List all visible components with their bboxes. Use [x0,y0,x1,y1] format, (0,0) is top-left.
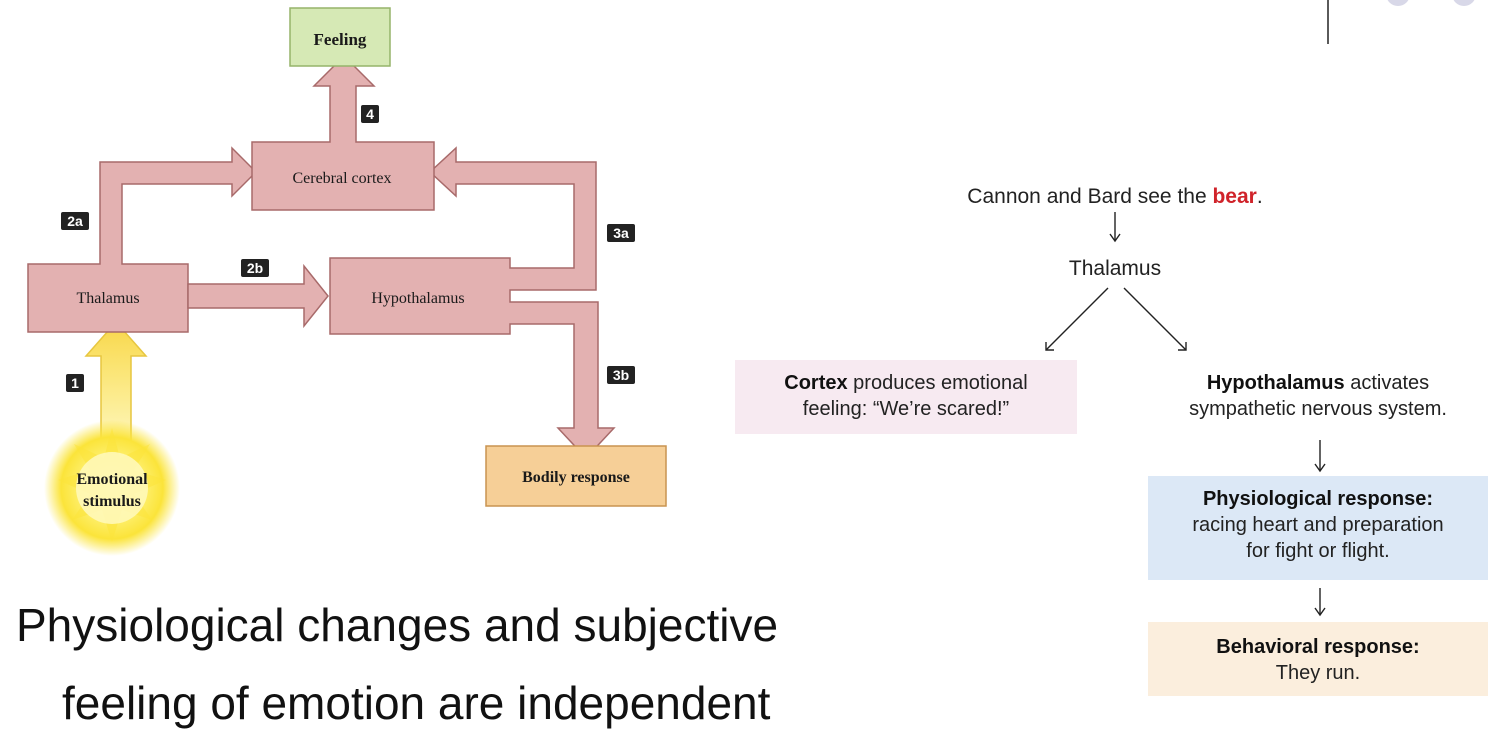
step-badges [61,105,635,392]
cortex-rest1: produces emotional [847,372,1028,394]
emotional-stimulus-label-line2: stimulus [83,493,141,510]
thalamus-block [27,146,258,333]
bodily-response-box [485,445,667,507]
hypothalamus-text: Hypothalamus activates sympathetic nervo… [1144,370,1492,422]
step-3b-label: 3b [613,367,629,383]
caption-line2: feeling of emotion are independent [62,677,771,729]
thalamus-node: Thalamus [1068,257,1162,280]
hypothalamus-label: Hypothalamus [371,290,464,307]
step-4-label: 4 [366,106,374,122]
cortex-line1: Cortex produces emotional [735,370,1077,396]
cortex-line2: feeling: “We’re scared!” [802,398,1010,420]
behavioral-box: Behavioral response: They run. [1148,622,1488,696]
cerebral-cortex-label: Cerebral cortex [292,170,391,187]
corner-dot-1 [1387,0,1409,6]
physio-line2: for fight or flight. [1246,540,1390,562]
behav-line: They run. [1275,662,1361,684]
thalamus-label: Thalamus [76,290,139,307]
step-2a-label: 2a [67,213,83,229]
top-statement-suffix: . [1256,185,1263,208]
hypothalamus-block [329,146,616,460]
bodily-response-label: Bodily response [522,469,630,486]
top-statement-prefix: Cannon and Bard see the [967,185,1213,208]
cortex-box: Cortex produces emotional feeling: “We’r… [735,360,1077,434]
physio-line1: racing heart and preparation [1192,514,1444,536]
corner-dot-2 [1453,0,1475,6]
stimulus-starburst [44,420,180,556]
hypo-line2: sympathetic nervous system. [1189,398,1447,420]
bear-highlight: bear [1212,185,1257,208]
step-1-label: 1 [71,375,79,391]
caption-line1: Physiological changes and subjective [16,599,779,651]
cortex-bold: Cortex [784,372,848,394]
emotional-stimulus-label-line1: Emotional [76,471,148,488]
right-flow-arrows [1045,212,1326,617]
hypo-bold: Hypothalamus [1206,372,1345,394]
feeling-box [289,7,391,67]
physiological-box: Physiological response: racing heart and… [1148,476,1488,580]
hypo-rest1: activates [1344,372,1430,394]
hypo-line1: Hypothalamus activates [1144,370,1492,396]
step-2b-label: 2b [247,260,263,276]
step-3a-label: 3a [613,225,629,241]
arrow-2b [187,263,329,329]
cortex-block [251,54,435,211]
physio-bold: Physiological response: [1202,488,1434,510]
feeling-label: Feeling [314,30,367,49]
behav-bold: Behavioral response: [1216,636,1420,658]
top-statement: Cannon and Bard see the bear. [900,184,1330,210]
